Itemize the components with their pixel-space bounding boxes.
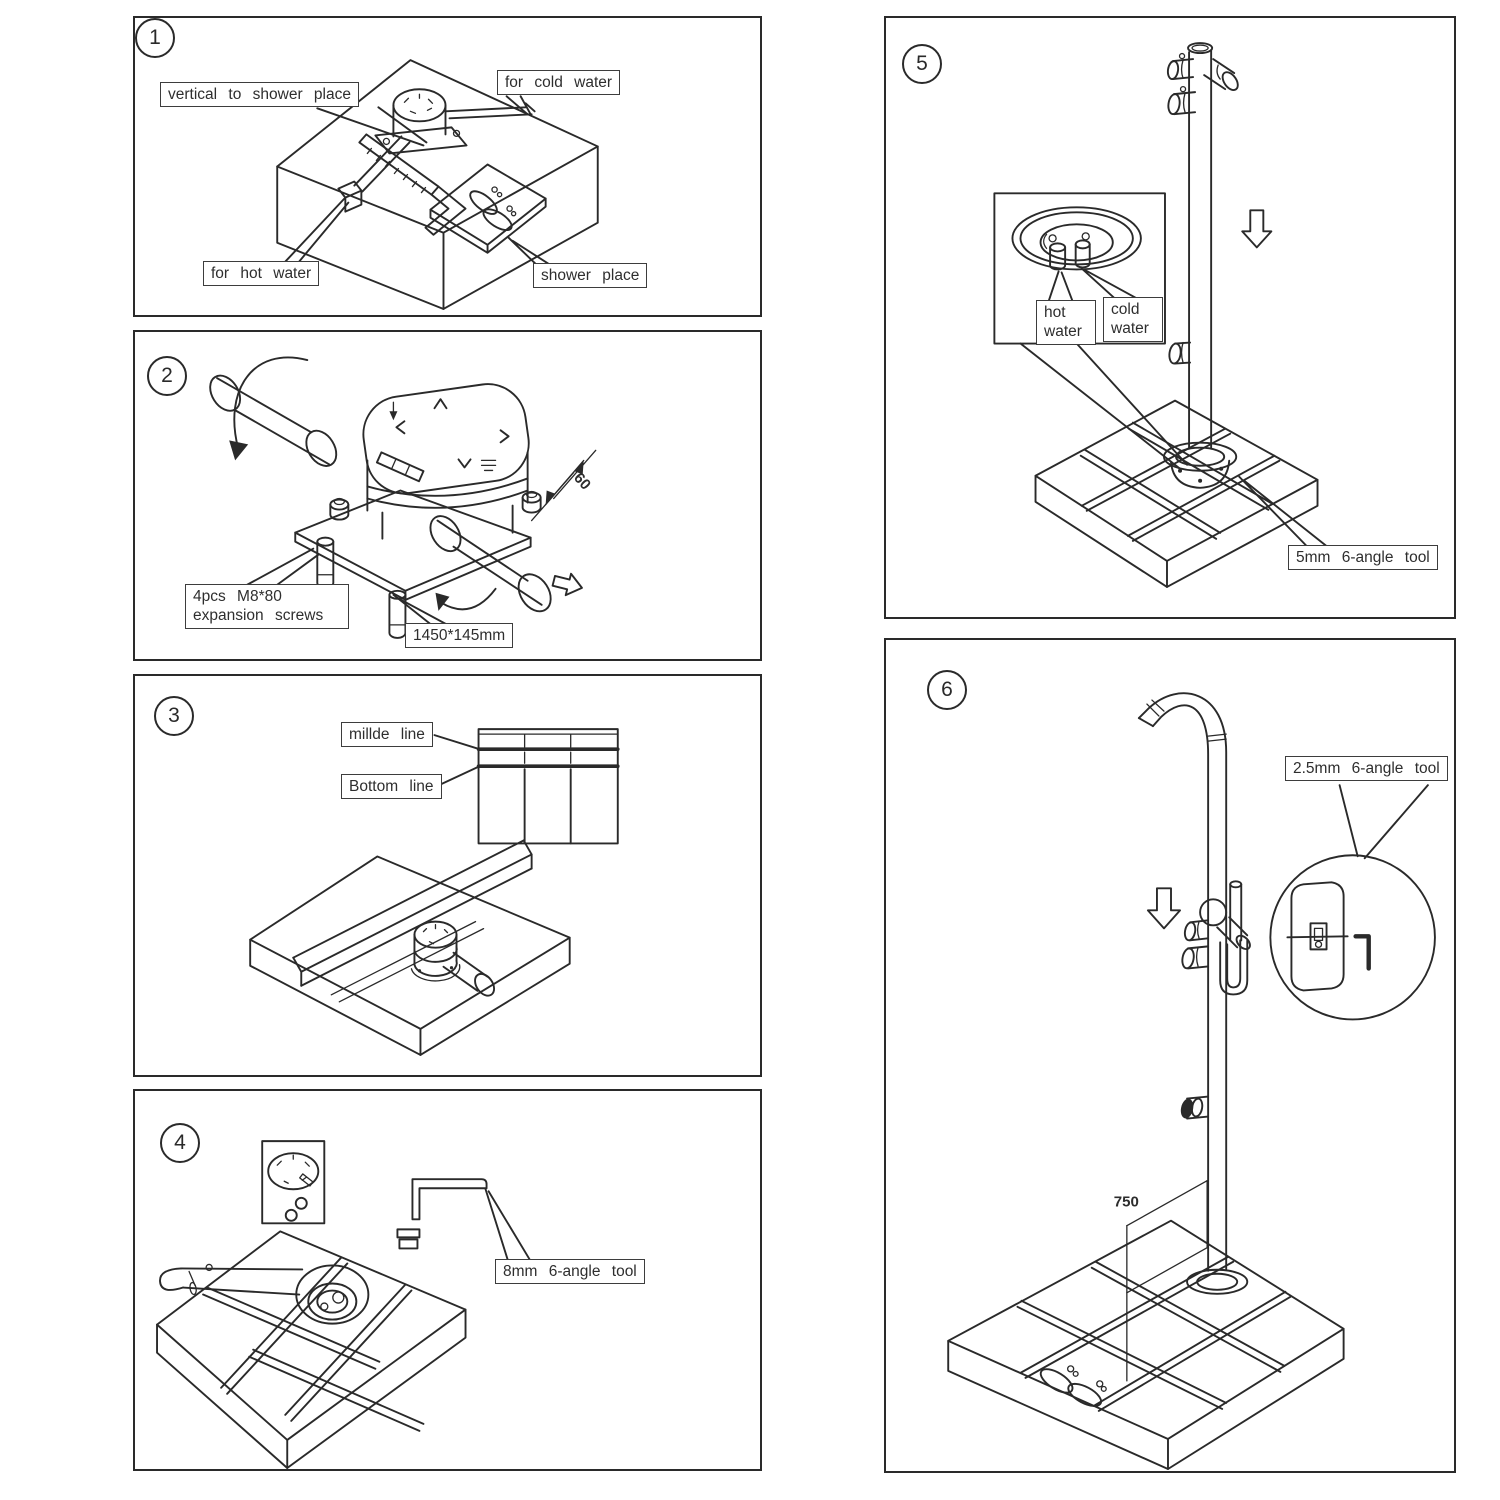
label-expansion-screws: 4pcs M8*80 expansion screws — [185, 584, 349, 629]
tile-grooves — [1016, 1255, 1292, 1412]
concrete-slab — [276, 59, 599, 310]
step-5-drawing — [993, 42, 1329, 588]
label-for-hot-water: for hot water — [203, 261, 320, 287]
rotation-arrow-icon — [229, 356, 309, 461]
outlet-pipe — [442, 951, 496, 997]
mixer-slot — [375, 451, 425, 483]
step-3-badge: 3 — [154, 696, 194, 736]
step-1-badge: 1 — [135, 18, 175, 58]
wood-beam — [292, 839, 533, 987]
step-5-badge: 5 — [902, 44, 942, 84]
shower-place-plate — [429, 163, 547, 254]
concrete-slab — [249, 855, 571, 1056]
label-for-cold-water: for cold water — [497, 70, 621, 96]
label-middle-line: millde line — [341, 722, 433, 748]
tile-elevation — [476, 728, 620, 845]
label-cold-water: cold water — [1103, 297, 1163, 342]
step-4-panel: 4 8mm 6-angle tool — [133, 1089, 762, 1471]
step-2-number: 2 — [161, 364, 173, 387]
hot-water-channel — [353, 135, 411, 193]
leader-lines — [282, 95, 553, 267]
wrench — [159, 1263, 370, 1325]
step-2-badge: 2 — [147, 356, 187, 396]
magnifier-detail — [1269, 854, 1436, 1021]
down-arrow-icon — [1241, 209, 1273, 249]
pipe-dimension: 60 — [530, 449, 597, 522]
hand-shower — [1219, 880, 1249, 996]
hot-water-stub — [1049, 242, 1067, 271]
direction-arrow-icon — [551, 572, 583, 597]
bolt-part — [396, 1228, 421, 1250]
step-3-drawing — [249, 728, 620, 1056]
cold-water-stub — [1074, 239, 1091, 269]
step-1-panel: 1 vertical to shower place for cold wate… — [133, 16, 762, 317]
step-3-number: 3 — [168, 704, 180, 727]
column-nozzles — [1166, 52, 1239, 365]
step-5-number: 5 — [916, 52, 928, 75]
footprints — [469, 186, 517, 232]
step-6-number: 6 — [941, 678, 953, 701]
label-2-5mm-tool: 2.5mm 6-angle tool — [1285, 756, 1448, 782]
leader-lines — [1238, 475, 1329, 548]
lower-nozzle — [1180, 1095, 1210, 1120]
leader-lines — [246, 547, 449, 626]
mixer-body — [366, 451, 529, 540]
leader-lines — [1338, 784, 1429, 860]
label-shower-place: shower place — [533, 263, 648, 289]
tile-grooves — [202, 1256, 425, 1432]
allen-key — [411, 1178, 488, 1221]
flange — [307, 1282, 358, 1321]
label-bottom-line: Bottom line — [341, 774, 442, 800]
height-dimension-text: 750 — [1114, 1194, 1139, 1211]
cold-water-channel — [444, 102, 536, 120]
tiled-base — [1034, 399, 1319, 588]
leader-lines — [433, 734, 481, 789]
height-dimension: 750 — [1114, 1179, 1208, 1382]
tiled-base — [156, 1230, 467, 1469]
tile-grooves — [1079, 421, 1281, 542]
label-8mm-tool: 8mm 6-angle tool — [495, 1259, 645, 1285]
swing-arrow-icon — [435, 587, 497, 611]
expansion-screws — [316, 490, 542, 639]
base-flange — [1186, 1268, 1249, 1295]
mixer-top-face — [362, 383, 530, 495]
label-vertical-to-shower-place: vertical to shower place — [160, 82, 359, 108]
step-1-drawing — [276, 59, 599, 310]
mixer-body — [410, 920, 461, 982]
shower-column-gooseneck — [1137, 692, 1228, 1272]
label-5mm-tool: 5mm 6-angle tool — [1288, 545, 1438, 571]
down-arrow-icon — [1146, 887, 1181, 930]
label-plate-dimension: 1450*145mm — [405, 623, 514, 649]
mixer-top-view-inset — [261, 1140, 326, 1225]
valve-assembly — [1181, 898, 1251, 970]
footprints — [1039, 1365, 1107, 1407]
base-flange — [1163, 441, 1238, 489]
inlet-pipe-top — [209, 374, 338, 467]
tiled-base — [947, 1219, 1345, 1470]
label-hot-water: hot water — [1036, 300, 1096, 345]
flange-detail-inset — [993, 192, 1166, 345]
step-6-badge: 6 — [927, 670, 967, 710]
leader-lines — [484, 1188, 531, 1261]
step-4-drawing — [156, 1140, 531, 1469]
step-5-panel: 5 hot water cold water 5mm 6-angle tool — [884, 16, 1456, 619]
outlet-pipe-bottom — [429, 515, 552, 613]
step-3-panel: 3 millde line Bottom line — [133, 674, 762, 1077]
inset-leader-lines — [1019, 342, 1189, 470]
shower-column — [1187, 42, 1214, 450]
step-1-number: 1 — [149, 26, 161, 49]
step-2-panel: 60 2 4pcs M8*80 expansion screws 1450*14… — [133, 330, 762, 661]
step-6-panel: 750 — [884, 638, 1456, 1473]
measuring-square — [358, 133, 467, 236]
step-6-drawing: 750 — [947, 692, 1436, 1470]
step-4-number: 4 — [174, 1131, 186, 1154]
step-4-badge: 4 — [160, 1123, 200, 1163]
